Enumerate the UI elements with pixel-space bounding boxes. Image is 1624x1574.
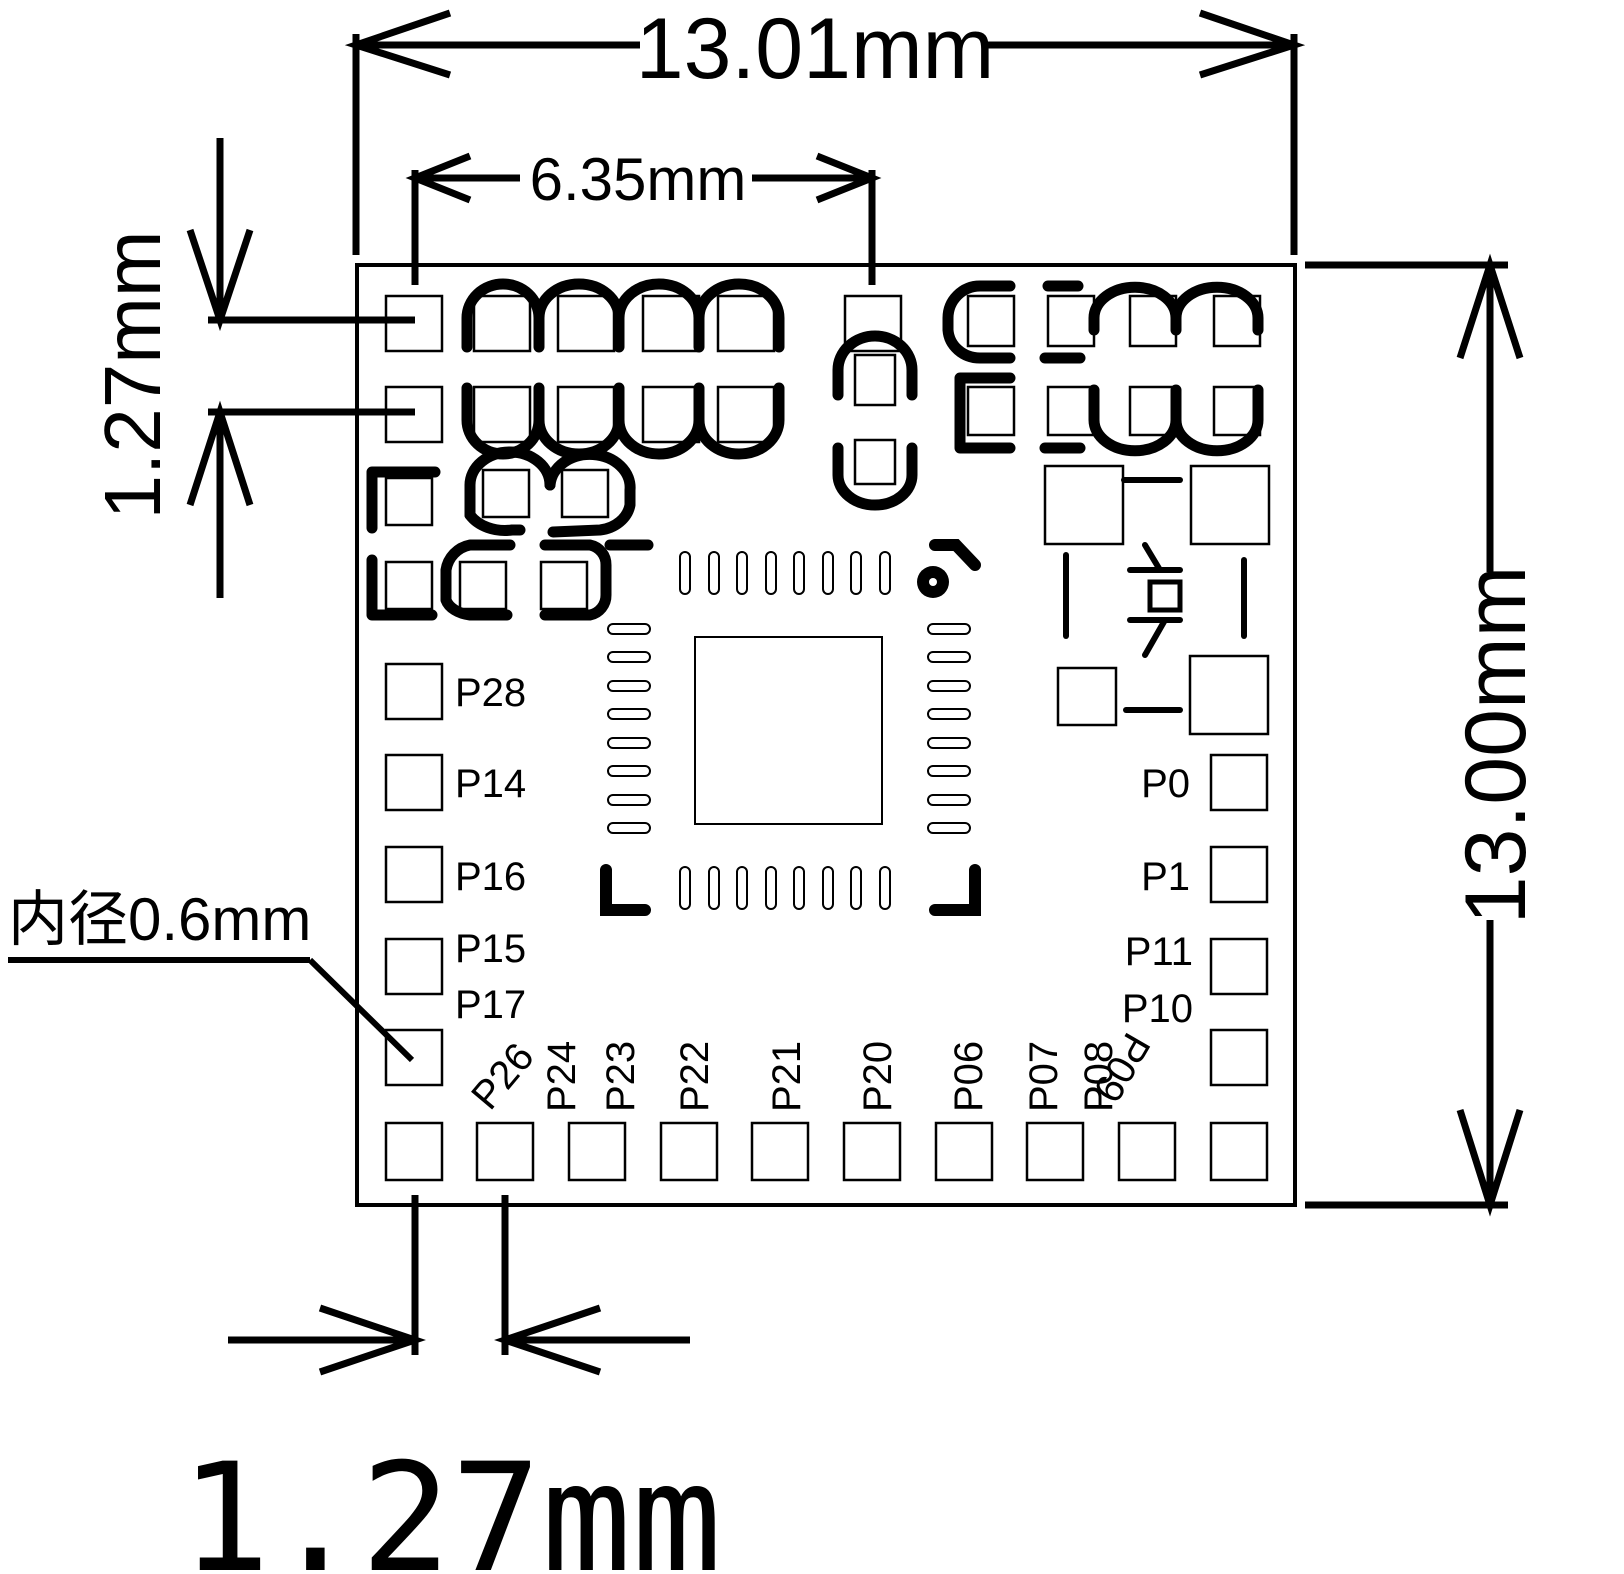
pad xyxy=(1046,294,1096,348)
pin-label-left: P28 xyxy=(455,671,526,715)
pad xyxy=(556,385,616,444)
pad xyxy=(556,294,616,353)
inner-diameter-label: 内径0.6mm xyxy=(8,886,311,953)
dim-height-total-label: 13.00mm xyxy=(1448,566,1544,925)
dim-pitch-bottom xyxy=(228,1195,690,1376)
dim-height-total xyxy=(1305,253,1524,1217)
pad xyxy=(481,468,531,519)
pin-label-bottom: P08 xyxy=(1077,1041,1121,1112)
pad xyxy=(560,468,610,519)
pad xyxy=(843,294,903,353)
pad xyxy=(659,1121,719,1182)
pin-label-bottom: P26 xyxy=(463,1035,542,1118)
pin-label-left: P14 xyxy=(455,762,526,806)
pad xyxy=(1209,1028,1269,1087)
pad xyxy=(1189,464,1271,546)
dim-pitch-side-label: 1.27mm xyxy=(88,231,177,520)
pin-label-left: P16 xyxy=(455,855,526,899)
pad xyxy=(1188,654,1270,736)
pad xyxy=(750,1121,810,1182)
pin-label-bottom: P23 xyxy=(599,1041,643,1112)
pad xyxy=(384,845,444,904)
pad xyxy=(539,560,589,611)
pad xyxy=(1117,1121,1177,1182)
dim-width-total-label: 13.01mm xyxy=(636,1,995,97)
pin-label-bottom: P21 xyxy=(765,1041,809,1112)
pin-label-right: P11 xyxy=(1125,930,1193,974)
pad xyxy=(934,1121,994,1182)
pad xyxy=(966,294,1016,348)
pad xyxy=(384,476,434,527)
pin-labels-bottom: P26 P24 P23 P22 P21 P20 P06 P07 P08 P09 xyxy=(463,1026,1158,1118)
pad xyxy=(842,1121,902,1182)
dim-width-total xyxy=(344,9,1306,255)
pad xyxy=(384,1028,444,1087)
pin-label-left: P17 xyxy=(455,983,526,1027)
board-outline xyxy=(355,263,1297,1207)
pad xyxy=(716,294,776,353)
pad xyxy=(384,560,434,611)
pad xyxy=(1209,937,1269,996)
pad xyxy=(475,1121,535,1182)
pad xyxy=(1046,385,1096,437)
inner-diameter-leader xyxy=(8,957,415,1063)
pad xyxy=(1209,1121,1269,1182)
pad xyxy=(458,560,508,611)
pin-label-bottom: P07 xyxy=(1022,1041,1066,1112)
pad xyxy=(384,753,444,812)
pin-label-bottom: P24 xyxy=(540,1041,584,1112)
pad xyxy=(853,353,897,407)
silkscreen-outlines xyxy=(366,278,1264,621)
pin-label-right: P0 xyxy=(1141,762,1190,806)
pad xyxy=(472,385,532,444)
pad xyxy=(1209,845,1269,904)
dim-pitch-bottom-label: 1.27mm xyxy=(180,1432,722,1574)
pin-labels-right: P0 P1 P11 P10 xyxy=(1122,762,1193,1031)
chip-center-pad xyxy=(694,636,883,825)
pad xyxy=(716,385,776,444)
chip-qfn xyxy=(607,551,971,910)
pad xyxy=(384,1121,444,1182)
crystal-symbol xyxy=(1063,477,1247,713)
pad xyxy=(853,438,897,486)
pad xyxy=(384,662,444,721)
pad xyxy=(384,294,444,353)
pad xyxy=(567,1121,627,1182)
pin-label-right: P1 xyxy=(1141,855,1190,899)
pad xyxy=(384,385,444,444)
pad xyxy=(384,937,444,996)
pin-label-right: P10 xyxy=(1122,987,1193,1031)
chip-corner-marks xyxy=(600,539,981,916)
pad xyxy=(472,294,532,353)
pin-label-bottom: P06 xyxy=(947,1041,991,1112)
pin-label-left: P15 xyxy=(455,927,526,971)
pad xyxy=(1209,753,1269,812)
pad xyxy=(1043,464,1125,546)
dim-pitch-side xyxy=(186,138,415,598)
pin-label-bottom: P20 xyxy=(856,1041,900,1112)
dim-pin-span-label: 6.35mm xyxy=(530,146,747,213)
pin-label-bottom: P22 xyxy=(673,1041,717,1112)
pin-labels-left: P28 P14 P16 P15 P17 xyxy=(455,671,526,1027)
dim-pin-span xyxy=(405,152,882,285)
pad xyxy=(966,385,1016,437)
pad xyxy=(1025,1121,1085,1182)
pad xyxy=(1056,666,1118,727)
